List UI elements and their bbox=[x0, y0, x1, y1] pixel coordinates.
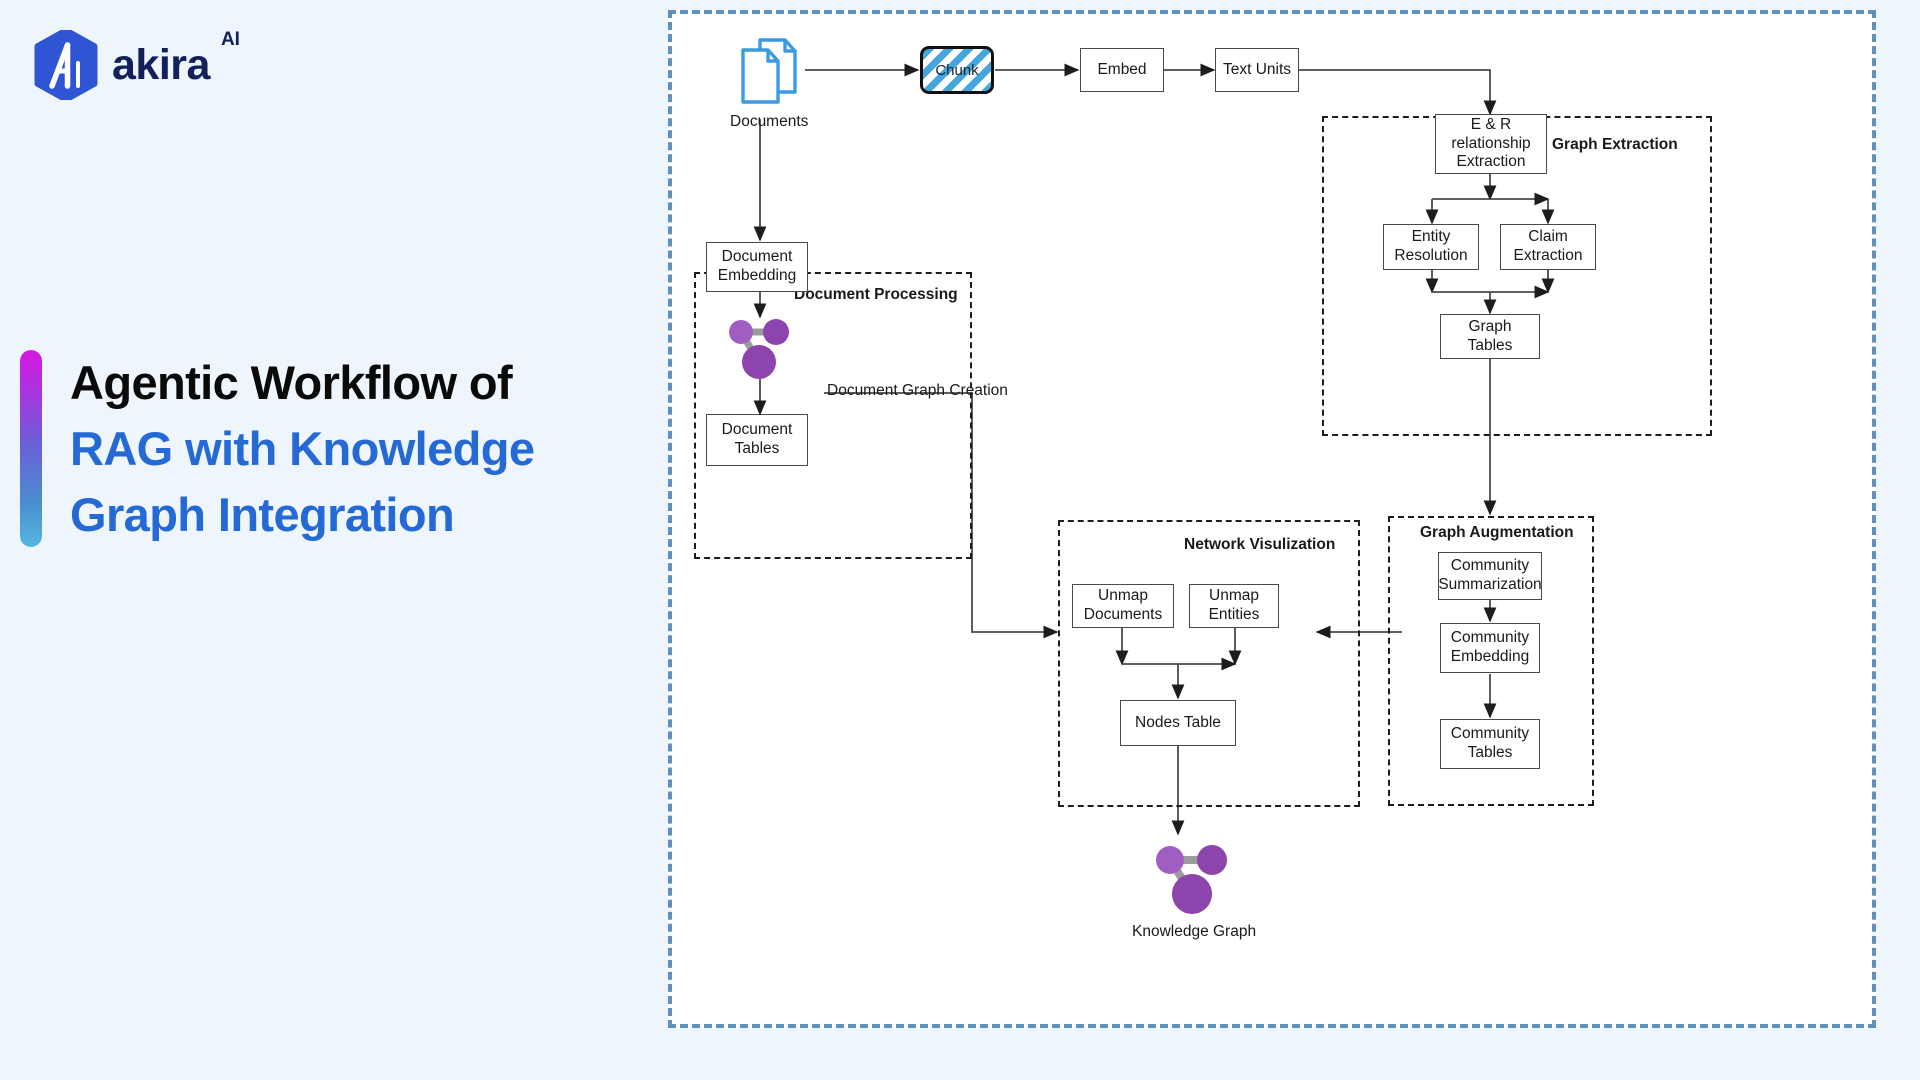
community-tables-label: Community Tables bbox=[1450, 725, 1530, 761]
claim-extraction-label: Claim Extraction bbox=[1513, 228, 1583, 264]
chunk-node[interactable]: Chunk bbox=[920, 46, 994, 94]
brand-name: akira bbox=[112, 40, 210, 89]
text-units-node[interactable]: Text Units bbox=[1215, 48, 1299, 92]
unmap-documents-node[interactable]: Unmap Documents bbox=[1072, 584, 1174, 628]
akira-hexagon-logo-icon bbox=[34, 30, 98, 100]
document-graph-creation-label: Document Graph Creation bbox=[827, 382, 1008, 399]
document-processing-group bbox=[694, 272, 972, 559]
connector-lines bbox=[753, 63, 1555, 836]
page-title: Agentic Workflow of RAG with Knowledge G… bbox=[70, 350, 535, 547]
community-summarization-node[interactable]: Community Summarization bbox=[1438, 552, 1542, 600]
entity-resolution-label: Entity Resolution bbox=[1394, 228, 1468, 264]
documents-node[interactable]: Documents bbox=[730, 36, 808, 131]
document-tables-node[interactable]: Document Tables bbox=[706, 414, 808, 466]
document-embedding-node[interactable]: Document Embedding bbox=[706, 242, 808, 292]
documents-label: Documents bbox=[730, 113, 809, 130]
headline-line-3: Graph Integration bbox=[70, 487, 455, 541]
community-tables-node[interactable]: Community Tables bbox=[1440, 719, 1540, 769]
er-relationship-extraction-label: E & R relationship Extraction bbox=[1451, 116, 1531, 171]
gradient-accent-bar bbox=[20, 350, 42, 548]
graph-extraction-title: Graph Extraction bbox=[1552, 136, 1678, 153]
unmap-entities-node[interactable]: Unmap Entities bbox=[1189, 584, 1279, 628]
headline-line-2: RAG with Knowledge bbox=[70, 421, 535, 475]
entity-resolution-node[interactable]: Entity Resolution bbox=[1383, 224, 1479, 270]
document-graph-creation-icon-block[interactable] bbox=[724, 316, 798, 382]
documents-stack-icon bbox=[741, 38, 797, 104]
embed-node[interactable]: Embed bbox=[1080, 48, 1164, 92]
brand-wordmark: akira AI bbox=[112, 30, 240, 89]
document-tables-label: Document Tables bbox=[721, 421, 793, 457]
headline-line-1: Agentic Workflow of bbox=[70, 356, 513, 409]
document-processing-title: Document Processing bbox=[794, 286, 958, 303]
graph-nodes-icon bbox=[1156, 845, 1228, 914]
graph-nodes-icon bbox=[729, 319, 789, 379]
headline-block: Agentic Workflow of RAG with Knowledge G… bbox=[20, 350, 535, 548]
brand-superscript: AI bbox=[220, 28, 240, 50]
er-relationship-extraction-node[interactable]: E & R relationship Extraction bbox=[1435, 114, 1547, 174]
knowledge-graph-label: Knowledge Graph bbox=[1132, 923, 1257, 940]
graph-augmentation-title: Graph Augmentation bbox=[1420, 524, 1574, 541]
nodes-table-label: Nodes Table bbox=[1135, 713, 1221, 731]
unmap-documents-label: Unmap Documents bbox=[1083, 587, 1163, 623]
community-summarization-label: Community Summarization bbox=[1438, 557, 1542, 593]
text-units-label: Text Units bbox=[1222, 60, 1292, 78]
chunk-label: Chunk bbox=[935, 61, 979, 79]
community-embedding-node[interactable]: Community Embedding bbox=[1440, 623, 1540, 673]
network-visualization-group bbox=[1058, 520, 1360, 807]
nodes-table-node[interactable]: Nodes Table bbox=[1120, 700, 1236, 746]
brand-logo: akira AI bbox=[34, 30, 240, 100]
knowledge-graph-node[interactable]: Knowledge Graph bbox=[1132, 842, 1256, 941]
graph-tables-node[interactable]: Graph Tables bbox=[1440, 314, 1540, 359]
embed-label: Embed bbox=[1097, 60, 1147, 78]
graph-augmentation-group bbox=[1388, 516, 1594, 806]
title-panel: akira AI Agentic Workflow of RAG with Kno… bbox=[0, 0, 660, 1080]
graph-tables-label: Graph Tables bbox=[1467, 317, 1513, 354]
claim-extraction-node[interactable]: Claim Extraction bbox=[1500, 224, 1596, 270]
community-embedding-label: Community Embedding bbox=[1450, 629, 1530, 665]
document-embedding-label: Document Embedding bbox=[717, 248, 797, 284]
network-visualization-title: Network Visulization bbox=[1184, 536, 1336, 553]
workflow-diagram: Documents Chunk Embed Text Units Graph E… bbox=[668, 10, 1876, 1028]
unmap-entities-label: Unmap Entities bbox=[1208, 587, 1260, 623]
